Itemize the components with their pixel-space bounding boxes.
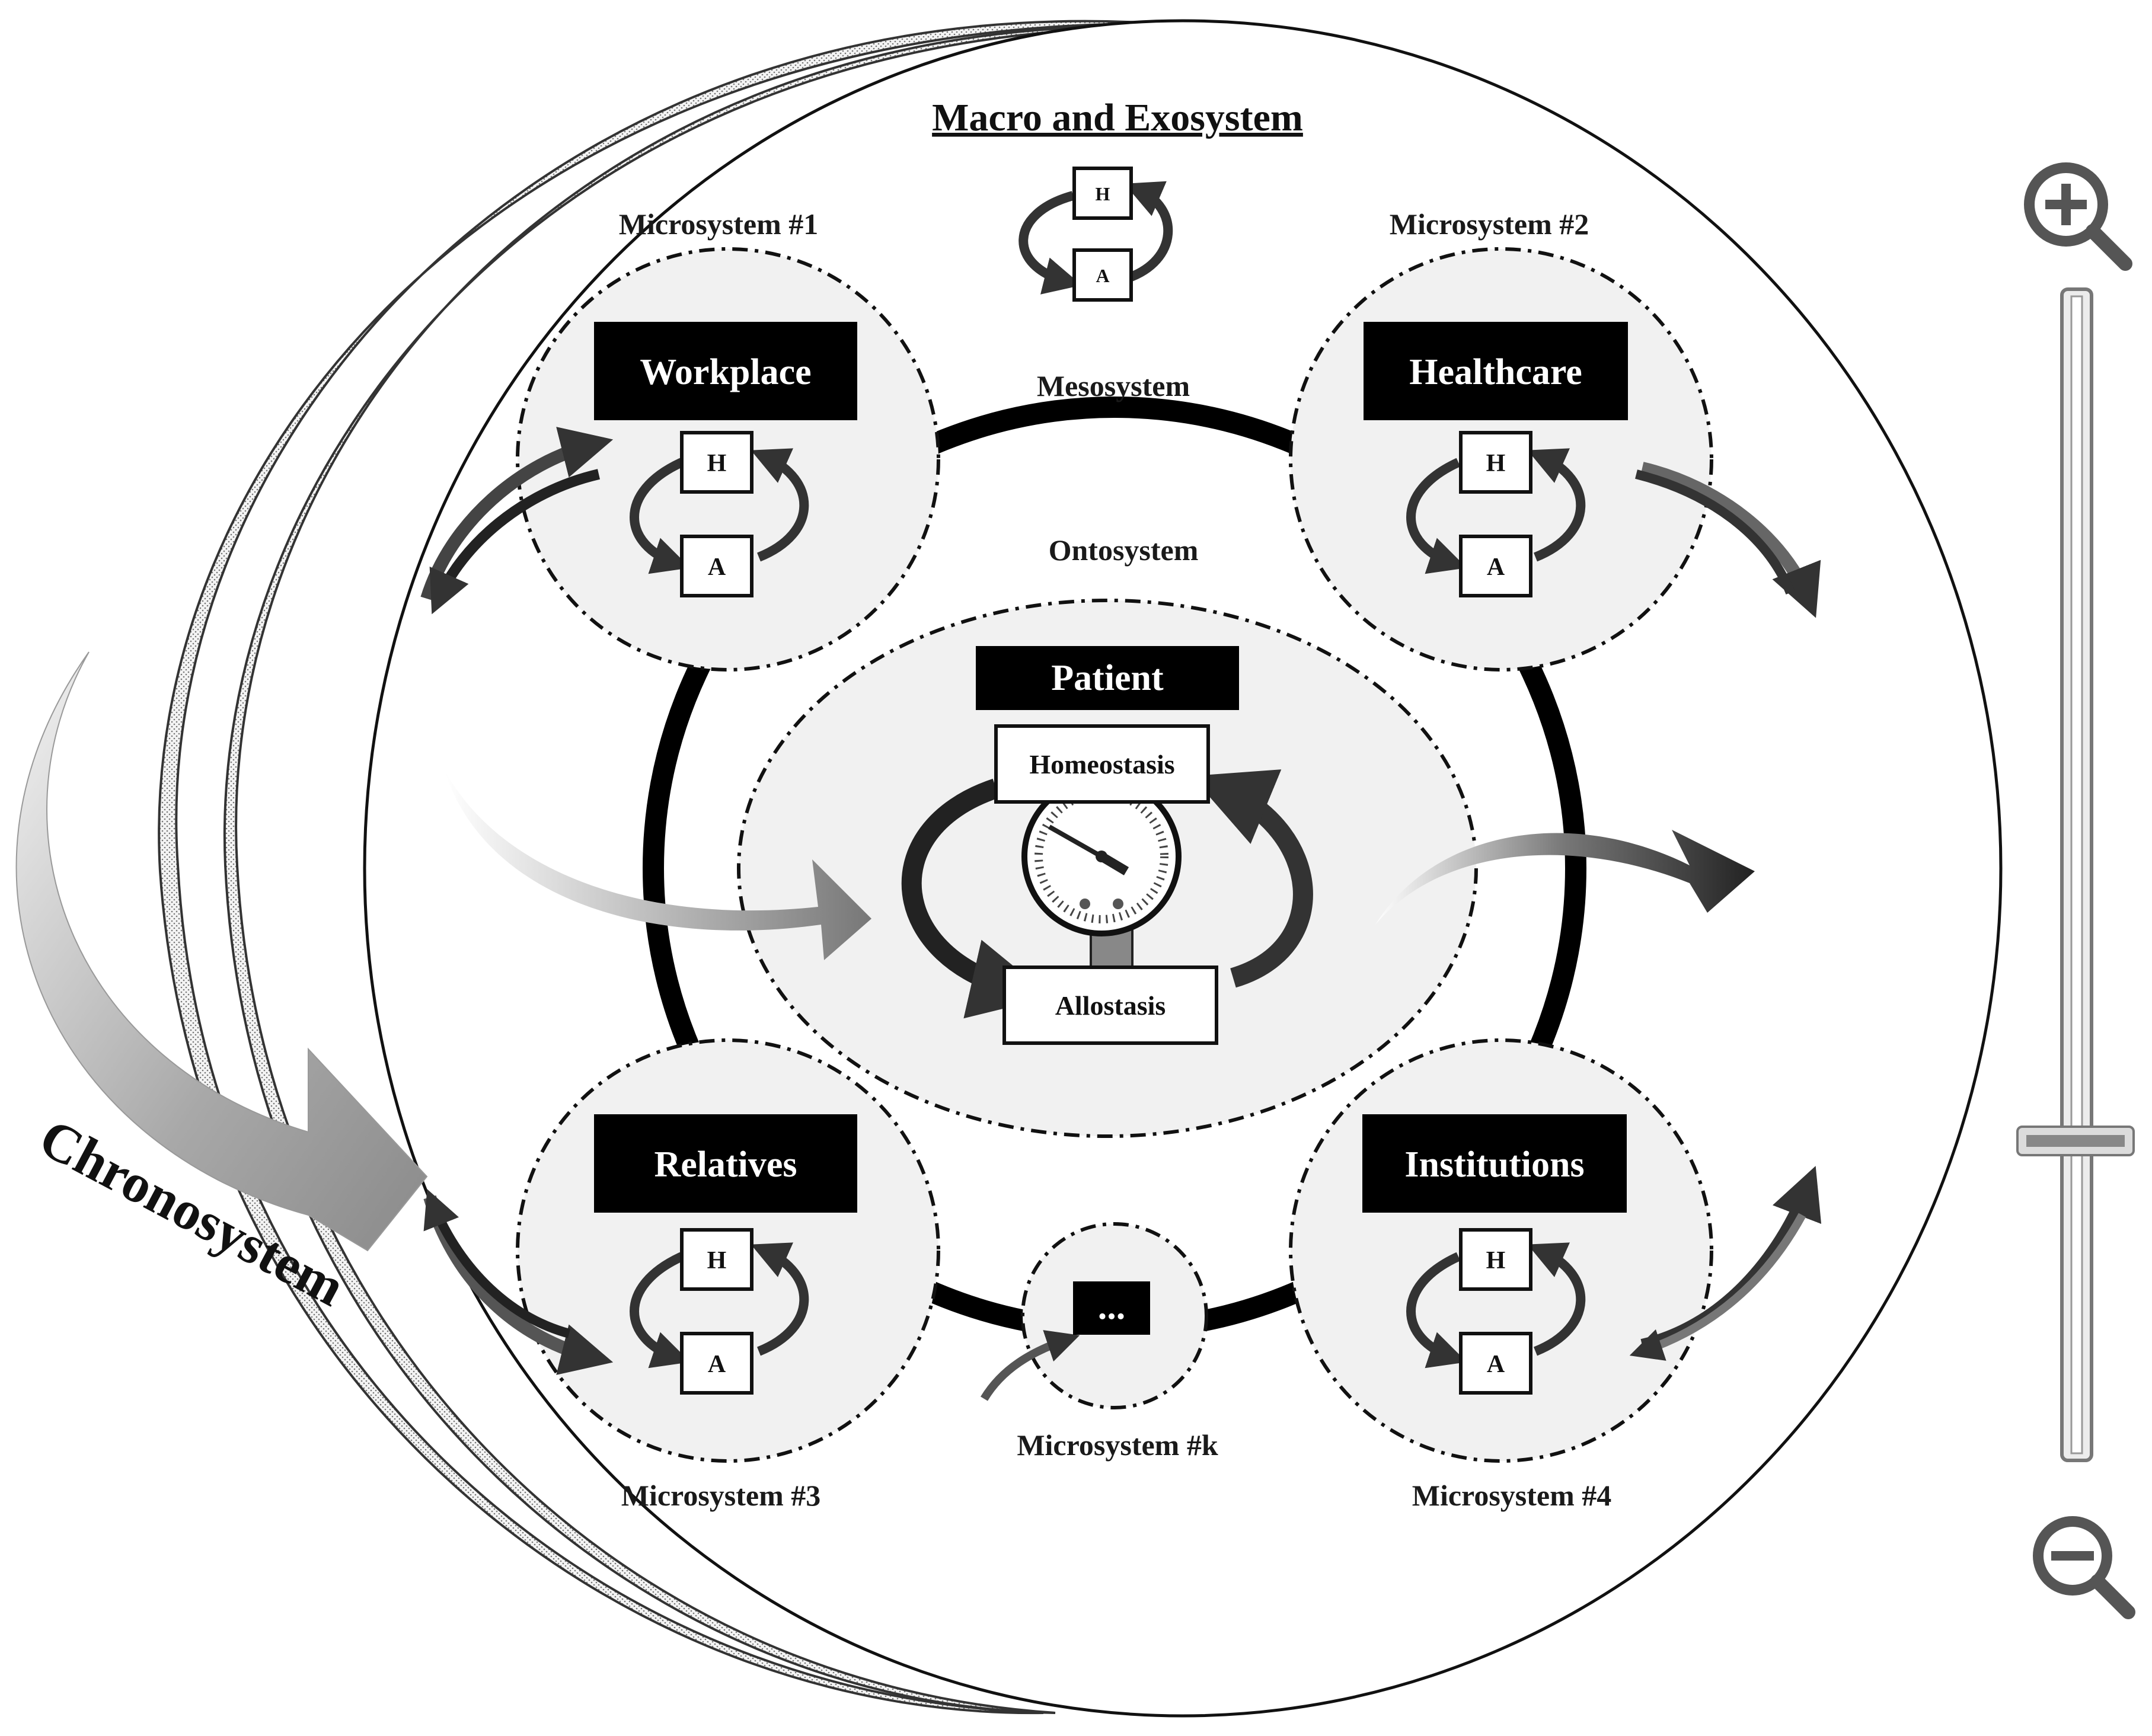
institutions-block bbox=[1362, 1114, 1627, 1213]
chronosystem-arrow bbox=[15, 651, 428, 1252]
institutions-label: Institutions bbox=[1404, 1144, 1584, 1185]
chronosystem-bands bbox=[158, 20, 1168, 1715]
homeostasis-label: Homeostasis bbox=[1029, 749, 1174, 779]
microsystem-2-caption: Microsystem #2 bbox=[1390, 207, 1589, 241]
microsystem-1-loop bbox=[630, 431, 809, 597]
microsystem-1-a-label: A bbox=[708, 554, 726, 581]
microsystem-1-caption: Microsystem #1 bbox=[619, 207, 818, 241]
ontosystem-label: Ontosystem bbox=[1049, 533, 1199, 567]
microsystem-4-exchange-arrows bbox=[1629, 1166, 1822, 1361]
patient-label: Patient bbox=[1051, 658, 1164, 698]
microsystem-4-a-label: A bbox=[1487, 1351, 1505, 1378]
microsystem-4-caption: Microsystem #4 bbox=[1412, 1479, 1611, 1512]
zoom-slider[interactable] bbox=[2016, 287, 2135, 1462]
microsystem-k-block bbox=[1073, 1281, 1150, 1335]
microsystem-3-h-label: H bbox=[707, 1247, 727, 1274]
microsystem-1-exchange-arrows bbox=[420, 427, 614, 615]
microsystem-3-a-label: A bbox=[708, 1351, 726, 1378]
microsystem-4-loop bbox=[1406, 1228, 1586, 1395]
macro-a-label: A bbox=[1096, 265, 1109, 286]
microsystem-3-exchange-arrows bbox=[423, 1189, 614, 1375]
microsystem-4-h-label: H bbox=[1486, 1247, 1506, 1274]
relatives-block bbox=[594, 1114, 857, 1213]
microsystem-3-caption: Microsystem #3 bbox=[621, 1479, 820, 1512]
microsystem-k-arrow bbox=[980, 1330, 1080, 1401]
microsystem-3-loop bbox=[630, 1228, 809, 1395]
healthcare-label: Healthcare bbox=[1409, 352, 1582, 392]
diagram-title: Macro and Exosystem bbox=[932, 96, 1303, 139]
patient-loop bbox=[901, 769, 1313, 1019]
allostasis-label: Allostasis bbox=[1055, 990, 1166, 1021]
microsystem-k-caption: Microsystem #k bbox=[1017, 1428, 1218, 1462]
microsystem-2-a-label: A bbox=[1487, 554, 1505, 581]
workplace-label: Workplace bbox=[640, 352, 811, 392]
relatives-label: Relatives bbox=[654, 1144, 797, 1185]
workplace-block bbox=[594, 322, 857, 420]
inflow-arrow bbox=[445, 771, 871, 960]
microsystem-k-label: ... bbox=[1098, 1287, 1126, 1327]
healthcare-block bbox=[1364, 322, 1628, 420]
macro-loop bbox=[1018, 167, 1173, 302]
zoom-out-icon[interactable] bbox=[2033, 1516, 2135, 1619]
microsystem-1-h-label: H bbox=[707, 450, 727, 477]
outflow-arrow bbox=[1375, 830, 1755, 925]
mesosystem-label: Mesosystem bbox=[1037, 369, 1190, 402]
microsystem-2-loop bbox=[1406, 431, 1586, 597]
microsystem-2-h-label: H bbox=[1486, 450, 1506, 477]
zoom-in-icon[interactable] bbox=[2024, 162, 2132, 271]
macro-h-label: H bbox=[1096, 183, 1110, 204]
homeostasis-box bbox=[994, 724, 1210, 804]
microsystem-2-exchange-arrows bbox=[1635, 462, 1821, 618]
patient-block bbox=[976, 646, 1239, 710]
allostasis-box bbox=[1002, 965, 1218, 1045]
